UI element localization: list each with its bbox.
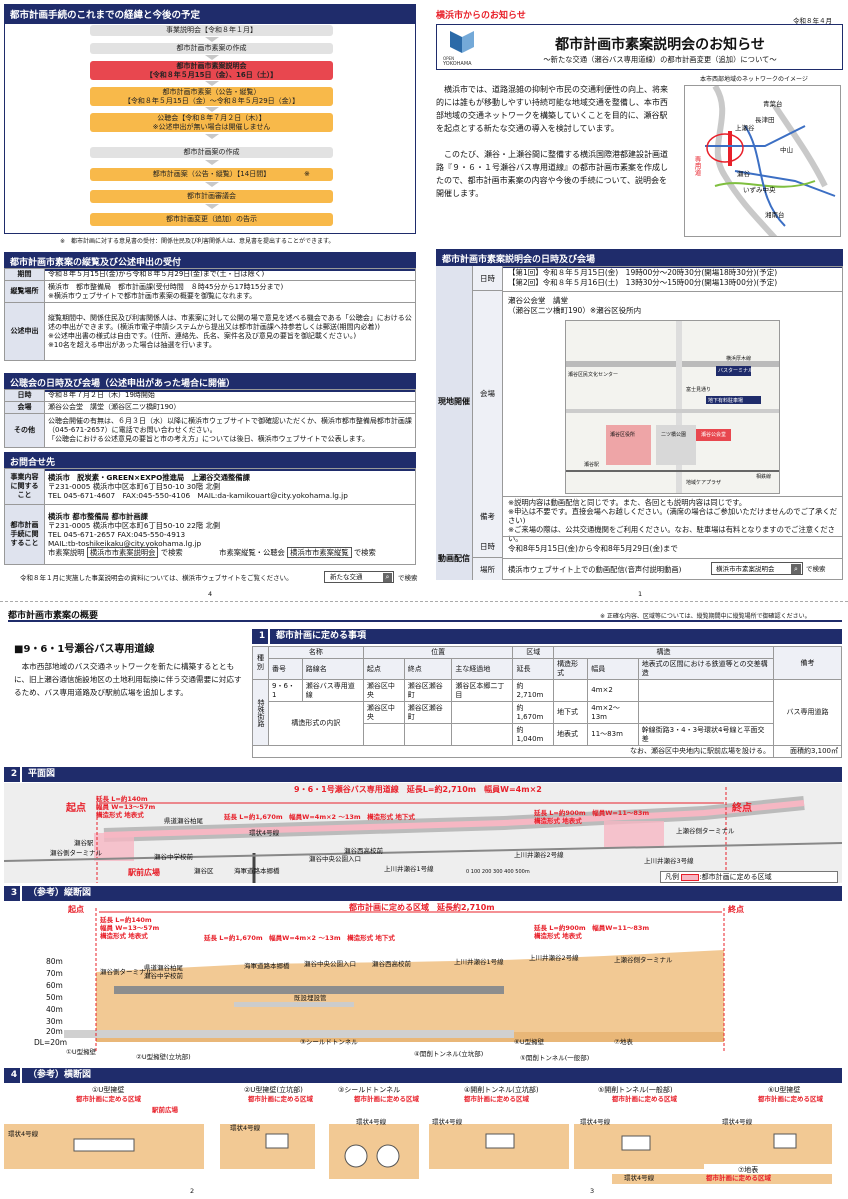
- flow-mark: ※: [304, 170, 310, 178]
- online-place-label: 場所: [473, 558, 503, 580]
- network-map: 上瀬谷 瀬谷 青葉台 長津田 いずみ中央 専用道 中山 湘南台: [684, 85, 841, 237]
- route-title: ■9・6・1号瀬谷バス専用道線: [14, 644, 155, 655]
- footer-search-box[interactable]: 新たな交通⌕: [324, 571, 394, 583]
- flow-step-9: 都市計画変更（追加）の告示: [90, 213, 333, 226]
- remark-label: 備考: [473, 496, 503, 536]
- plan-table: 種別 名称 位置 区域 構造 備考 番号路線名起点終点主な経過地延長構造形式幅員…: [252, 646, 842, 758]
- flow-step-2: 都市計画市素案の作成: [90, 43, 333, 54]
- flow-step-1: 事業説明会【令和８年１月】: [90, 25, 333, 36]
- flow-step-3: 都市計画市素案説明会【令和８年５月15日（金）、16日（土）】: [90, 61, 333, 80]
- main-title: 都市計画市素案説明会のお知らせ: [555, 37, 765, 53]
- process-frame: [4, 21, 416, 234]
- page-number-1: 1: [638, 590, 643, 598]
- footer-search-label: で検索: [398, 574, 418, 582]
- contact-table: 事業内容に関すること横浜市 脱炭素・GREEN×EXPO推進局 上瀬谷交通整備課…: [4, 468, 416, 565]
- date-label: 日時: [473, 266, 503, 291]
- route-text: 本市西部地域のバス交通ネットワークを新たに構築するとともに、旧上瀬谷通信施設地区…: [14, 662, 242, 697]
- notice-label: 横浜市からのお知らせ: [436, 11, 526, 21]
- schedule-title: 都市計画市素案説明会の日時及び会場: [436, 249, 843, 268]
- title-box: [436, 24, 843, 70]
- flow-step-4: 都市計画市素案（公告・縦覧）【令和８年５月15日（金）～令和８年５月29日（金）…: [90, 87, 333, 106]
- search-box-inspection[interactable]: 横浜市市素案縦覧: [287, 547, 352, 558]
- online-search-box[interactable]: 横浜市市素案説明会⌕: [711, 562, 803, 575]
- hearing-title: 公聴会の日時及び会場（公述申出があった場合に開催）: [4, 373, 416, 392]
- contact-title: お問合せ先: [4, 452, 416, 471]
- section-4-header: 4（参考）横断図: [4, 1068, 842, 1083]
- cross-sections: ①U型擁壁 ②U型擁壁(立坑部) ③シールドトンネル ④開削トンネル(立坑部) …: [4, 1084, 842, 1184]
- section-3-header: 3（参考）縦断図: [4, 886, 842, 901]
- overview-note: ※ 正確な内容、区域等については、縦覧期間中に縦覧場所で御確認ください。: [600, 613, 811, 620]
- flow-step-8: 都市計画審議会: [90, 190, 333, 203]
- search-icon: ⌕: [383, 573, 392, 582]
- online-date: 令和8年5月15日(金)から令和8年5月29日(金)まで: [508, 544, 678, 553]
- date-values: 【第1回】令和８年５月15日(金) 19時00分～20時30分(開場18時30分…: [508, 268, 778, 287]
- profile-diagram: 都市計画に定める区域 延長約2,710m 起点 終点 延長 L=約140m 幅員…: [4, 902, 842, 1066]
- flow-step-6: 都市計画案の作成: [90, 147, 333, 158]
- page-number-3: 3: [590, 1187, 595, 1195]
- flow-step-5: 公聴会【令和８年７月２日（木）】※公述申出が無い場合は開催しません: [90, 113, 333, 132]
- venue-map: 瀬谷公会堂 瀬谷区役所 二ツ橋公園 瀬谷駅 相鉄線 地下有料駐車場 富士見通り …: [565, 320, 780, 494]
- venue-text: 瀬谷公会堂 講堂（瀬谷区二ツ橋町190）※瀬谷区役所内: [508, 296, 642, 315]
- overview-title: 都市計画市素案の概要: [8, 611, 99, 621]
- venue-label: 会場: [473, 291, 503, 496]
- search-box-explain[interactable]: 横浜市市素案説明会: [86, 547, 159, 558]
- process-title: 都市計画手続のこれまでの経緯と今後の予定: [4, 4, 416, 24]
- flow-step-7: 都市計画案（公告・縦覧）【14日間】: [90, 168, 333, 181]
- network-title: 本市西部地域のネットワークのイメージ: [700, 76, 808, 83]
- inspection-table: 期間令和８年５月15日(金)から令和８年５月29日(金)まで(土・日は除く) 縦…: [4, 268, 416, 361]
- remark-text: ※説明内容は動画配信と同じです。また、各回とも説明内容は同じです。※申込は不要で…: [508, 498, 838, 543]
- notice-date: 令和８年４月: [793, 17, 832, 25]
- main-subtitle: ～新たな交通（瀬谷バス専用道線）の都市計画変更（追加）について～: [543, 55, 777, 64]
- hearing-table: 日時令和８年７月２日（木）19時開始 会場瀬谷公会堂 講堂（瀬谷区二ツ橋町190…: [4, 389, 416, 448]
- onsite-label: 現地開催: [436, 266, 473, 536]
- online-date-label: 日時: [473, 536, 503, 558]
- plan-legend: 凡例 :都市計画に定める区域: [660, 871, 838, 883]
- intro-2: このたび、瀬谷・上瀬谷間に整備する横浜国際港都建設計画道路『９・６・１号瀬谷バス…: [436, 150, 668, 198]
- page-number-4: 4: [208, 590, 213, 598]
- yokohama-logo-icon: [450, 31, 474, 53]
- inspection-title: 都市計画市素案の縦覧及び公述申出の受付: [4, 252, 416, 271]
- logo-small: OPEN: [443, 56, 455, 61]
- logo-main: YOKOHAMA: [443, 61, 472, 67]
- flow-note: ※ 都市計画に対する意見書の受付：関係住民及び利害関係人は、意見書を提出すること…: [60, 238, 335, 245]
- plan-map: 9・6・1号瀬谷バス専用道線 延長L=約2,710m 幅員W=4m×2 起点 終…: [4, 783, 842, 883]
- search-icon: ⌕: [791, 564, 801, 574]
- online-search-label: で検索: [806, 565, 826, 573]
- intro-1: 横浜市では、道路混雑の抑制や市民の交通利便性の向上、将来的には誰もが移動しやすい…: [436, 85, 668, 133]
- footer-text: 令和８年１月に実施した事業説明会の資料については、横浜市ウェブサイトをご覧くださ…: [20, 574, 293, 582]
- online-place: 横浜市ウェブサイト上での動画配信(音声付説明動画): [508, 565, 682, 574]
- page-number-2: 2: [190, 1187, 195, 1195]
- online-label: 動画配信: [436, 536, 473, 580]
